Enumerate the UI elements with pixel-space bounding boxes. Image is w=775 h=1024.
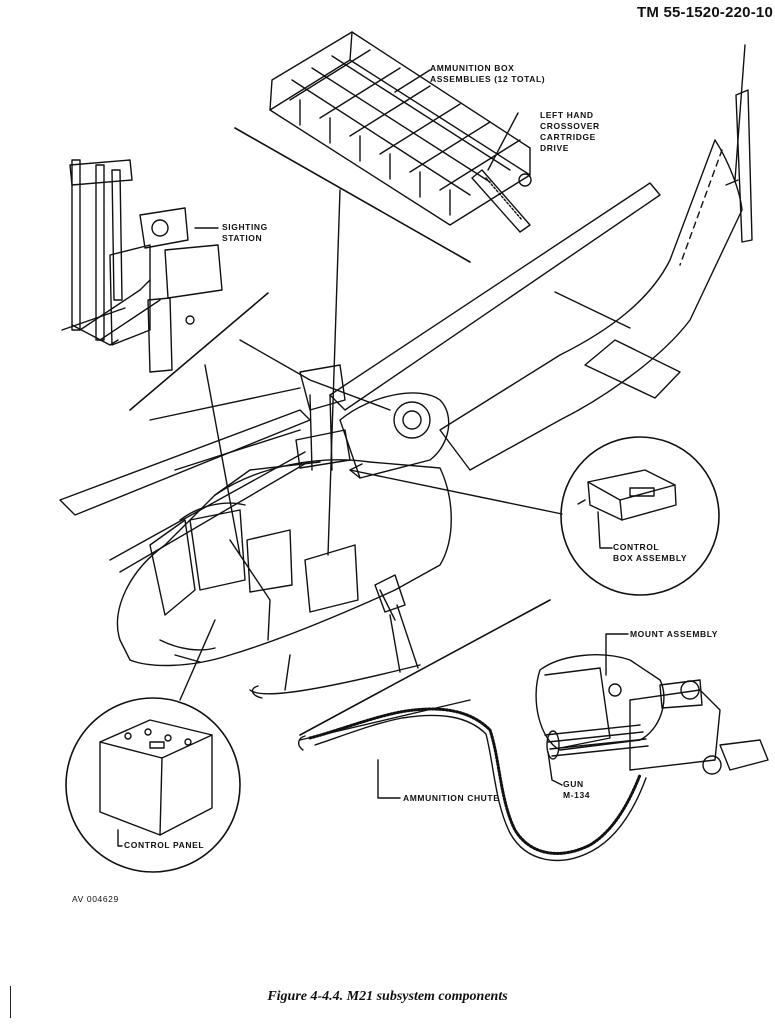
label-mount-assembly: MOUNT ASSEMBLY bbox=[630, 629, 718, 639]
label-crossover-line1: LEFT HAND bbox=[540, 110, 594, 120]
helicopter-illustration bbox=[59, 44, 753, 751]
label-control-box-line2: BOX ASSEMBLY bbox=[613, 553, 687, 563]
ammunition-box-assemblies-drawing bbox=[234, 31, 532, 263]
label-sighting-line1: SIGHTING bbox=[222, 222, 268, 232]
document-id: TM 55-1520-220-10 bbox=[637, 4, 773, 21]
label-control-panel: CONTROL PANEL bbox=[124, 840, 204, 850]
margin-mark bbox=[10, 986, 11, 1018]
label-ammunition-box-line2: ASSEMBLIES (12 TOTAL) bbox=[430, 74, 545, 84]
control-panel-drawing bbox=[99, 719, 213, 836]
label-crossover-line2: CROSSOVER bbox=[540, 121, 600, 131]
mount-and-gun-drawing bbox=[535, 654, 769, 775]
control-box-assembly-drawing bbox=[577, 469, 677, 521]
figure-id-code: AV 004629 bbox=[72, 894, 119, 904]
sighting-station-drawing bbox=[61, 159, 269, 411]
label-control-box-line1: CONTROL bbox=[613, 542, 659, 552]
label-sighting-line2: STATION bbox=[222, 233, 262, 243]
label-ammunition-box-line1: AMMUNITION BOX bbox=[430, 63, 514, 73]
control-panel-detail-circle bbox=[65, 697, 241, 873]
label-crossover-line4: DRIVE bbox=[540, 143, 569, 153]
label-ammunition-chute: AMMUNITION CHUTE bbox=[403, 793, 499, 803]
label-gun-line2: M-134 bbox=[563, 790, 590, 800]
figure-caption: Figure 4-4.4. M21 subsystem components bbox=[267, 989, 508, 1004]
ammunition-chute-hose bbox=[308, 707, 642, 855]
control-box-detail-circle bbox=[560, 436, 720, 596]
label-crossover-line3: CARTRIDGE bbox=[540, 132, 596, 142]
label-gun-line1: GUN bbox=[563, 779, 584, 789]
